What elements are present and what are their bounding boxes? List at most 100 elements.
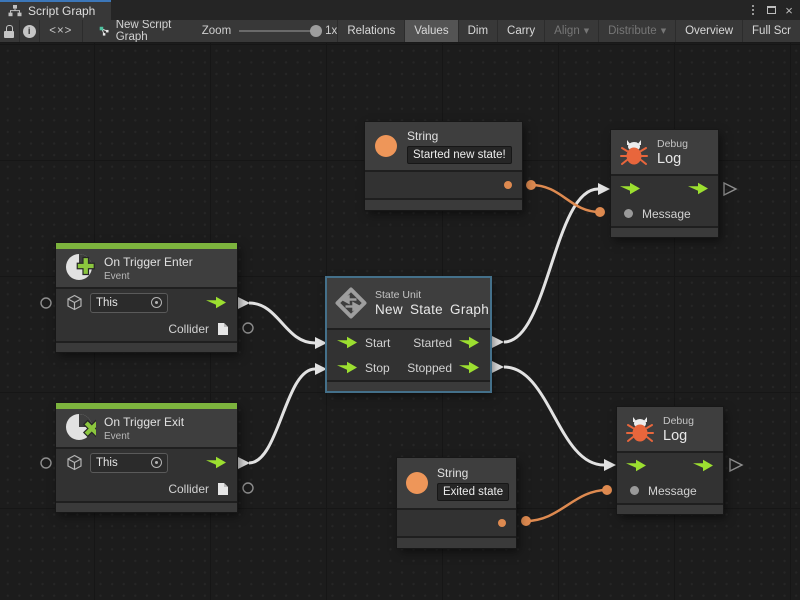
- carry-button[interactable]: Carry: [497, 20, 544, 42]
- chevron-down-icon: ▼: [660, 27, 667, 35]
- tab-script-graph[interactable]: Script Graph: [0, 0, 112, 20]
- node-debug-log-top[interactable]: Debug Log Message: [611, 130, 718, 237]
- close-icon[interactable]: ×: [785, 2, 793, 18]
- hierarchy-icon: [8, 5, 22, 17]
- wire-arrowhead: [238, 297, 250, 309]
- wire-string-bottom-to-message[interactable]: [525, 488, 608, 523]
- toolbar-buttons: Relations Values Dim Carry Align▼ Distri…: [337, 20, 800, 42]
- flow-output-port-started[interactable]: [459, 336, 480, 349]
- flow-output-port-stopped[interactable]: [459, 361, 480, 374]
- wire-string-top-to-message[interactable]: [530, 183, 601, 214]
- dim-button[interactable]: Dim: [457, 20, 497, 42]
- collider-output-port-exit[interactable]: [242, 482, 254, 494]
- wire-arrowhead: [492, 336, 504, 348]
- zoom-slider[interactable]: [239, 25, 323, 37]
- state-machine-icon: [335, 287, 367, 319]
- node-on-trigger-enter[interactable]: On Trigger Enter Event This Collider: [56, 243, 237, 352]
- port-label: Start: [365, 335, 391, 350]
- info-button[interactable]: i: [20, 20, 40, 42]
- target-dot-icon: [151, 297, 162, 308]
- port-label: Stopped: [407, 360, 452, 375]
- tab-strip: Script Graph ×: [0, 0, 800, 20]
- value-wire-endpoint: [526, 180, 536, 190]
- fullscreen-button[interactable]: Full Scr: [742, 20, 800, 42]
- wire-arrowhead: [315, 363, 327, 375]
- flow-output-port[interactable]: [693, 459, 714, 472]
- maximize-icon[interactable]: [762, 1, 780, 19]
- message-input-port[interactable]: [630, 486, 639, 495]
- value-wire-endpoint: [602, 485, 612, 495]
- string-value-field[interactable]: Exited state: [437, 482, 510, 501]
- flow-input-port[interactable]: [626, 459, 647, 472]
- node-debug-log-bottom[interactable]: Debug Log Message: [617, 407, 723, 514]
- node-subtitle: Event: [104, 430, 130, 442]
- flow-continue-port-top[interactable]: [723, 181, 738, 197]
- node-state-unit[interactable]: State Unit New State Graph Start Started…: [327, 278, 490, 391]
- flow-output-port[interactable]: [688, 182, 709, 195]
- self-port-exit[interactable]: [40, 457, 52, 469]
- collider-file-icon: [218, 322, 228, 335]
- zoom-label: Zoom: [201, 25, 232, 37]
- target-select[interactable]: This: [90, 292, 168, 313]
- values-button[interactable]: Values: [404, 20, 458, 42]
- wire-arrowhead: [604, 459, 616, 471]
- wire-arrowhead: [315, 337, 327, 349]
- flow-continue-port-bottom[interactable]: [729, 457, 744, 473]
- value-wire-endpoint: [521, 516, 531, 526]
- edit-code-button[interactable]: <×>: [40, 20, 84, 42]
- node-footer: [617, 505, 723, 514]
- node-footer: [365, 200, 522, 210]
- string-literal-icon: [406, 472, 428, 494]
- gameobject-cube-icon: [67, 294, 82, 311]
- wire-started-to-log-top[interactable]: [503, 187, 599, 344]
- port-label: Stop: [365, 360, 390, 375]
- wire-stopped-to-log-bottom[interactable]: [503, 365, 605, 467]
- align-button[interactable]: Align▼: [544, 20, 598, 42]
- overview-button[interactable]: Overview: [675, 20, 742, 42]
- zoom-slider-handle[interactable]: [310, 25, 323, 37]
- port-label: Collider: [168, 321, 209, 336]
- node-string-top[interactable]: String Started new state!: [365, 122, 522, 210]
- collider-output-port-enter[interactable]: [242, 322, 254, 334]
- self-port-enter[interactable]: [40, 297, 52, 309]
- node-title: On Trigger Enter: [104, 254, 193, 269]
- lock-icon: [4, 24, 15, 38]
- string-output-port[interactable]: [498, 519, 506, 527]
- relations-button[interactable]: Relations: [337, 20, 404, 42]
- flow-output-port[interactable]: [206, 456, 227, 469]
- distribute-button[interactable]: Distribute▼: [598, 20, 675, 42]
- node-title: String: [407, 128, 439, 143]
- target-dot-icon: [151, 457, 162, 468]
- wire-exit-to-stop[interactable]: [248, 367, 316, 465]
- target-value: This: [96, 296, 118, 309]
- wire-arrowhead: [598, 183, 610, 195]
- flow-input-port-start[interactable]: [337, 336, 358, 349]
- wire-enter-to-start[interactable]: [248, 301, 316, 345]
- more-options-icon[interactable]: [744, 1, 762, 19]
- node-string-bottom[interactable]: String Exited state: [397, 458, 516, 548]
- flow-output-port[interactable]: [206, 296, 227, 309]
- flow-input-port-stop[interactable]: [337, 361, 358, 374]
- event-color-bar: [56, 403, 237, 409]
- zoom-control: Zoom 1x: [201, 20, 337, 42]
- bug-icon: [626, 417, 654, 442]
- string-value-field[interactable]: Started new state!: [407, 145, 512, 164]
- port-label: Message: [648, 483, 697, 498]
- message-input-port[interactable]: [624, 209, 633, 218]
- window-controls: ×: [744, 0, 798, 20]
- node-footer: [397, 538, 516, 548]
- node-footer: [56, 503, 237, 512]
- flow-input-port[interactable]: [620, 182, 641, 195]
- port-label: Started: [413, 335, 452, 350]
- breadcrumb[interactable]: New Script Graph: [99, 20, 180, 42]
- node-title: On Trigger Exit: [104, 414, 185, 429]
- target-select[interactable]: This: [90, 452, 168, 473]
- node-on-trigger-exit[interactable]: On Trigger Exit Event This Collider: [56, 403, 237, 512]
- tab-title: Script Graph: [28, 4, 96, 18]
- target-value: This: [96, 456, 118, 469]
- lock-button[interactable]: [0, 20, 20, 42]
- string-output-port[interactable]: [504, 181, 512, 189]
- gameobject-cube-icon: [67, 454, 82, 471]
